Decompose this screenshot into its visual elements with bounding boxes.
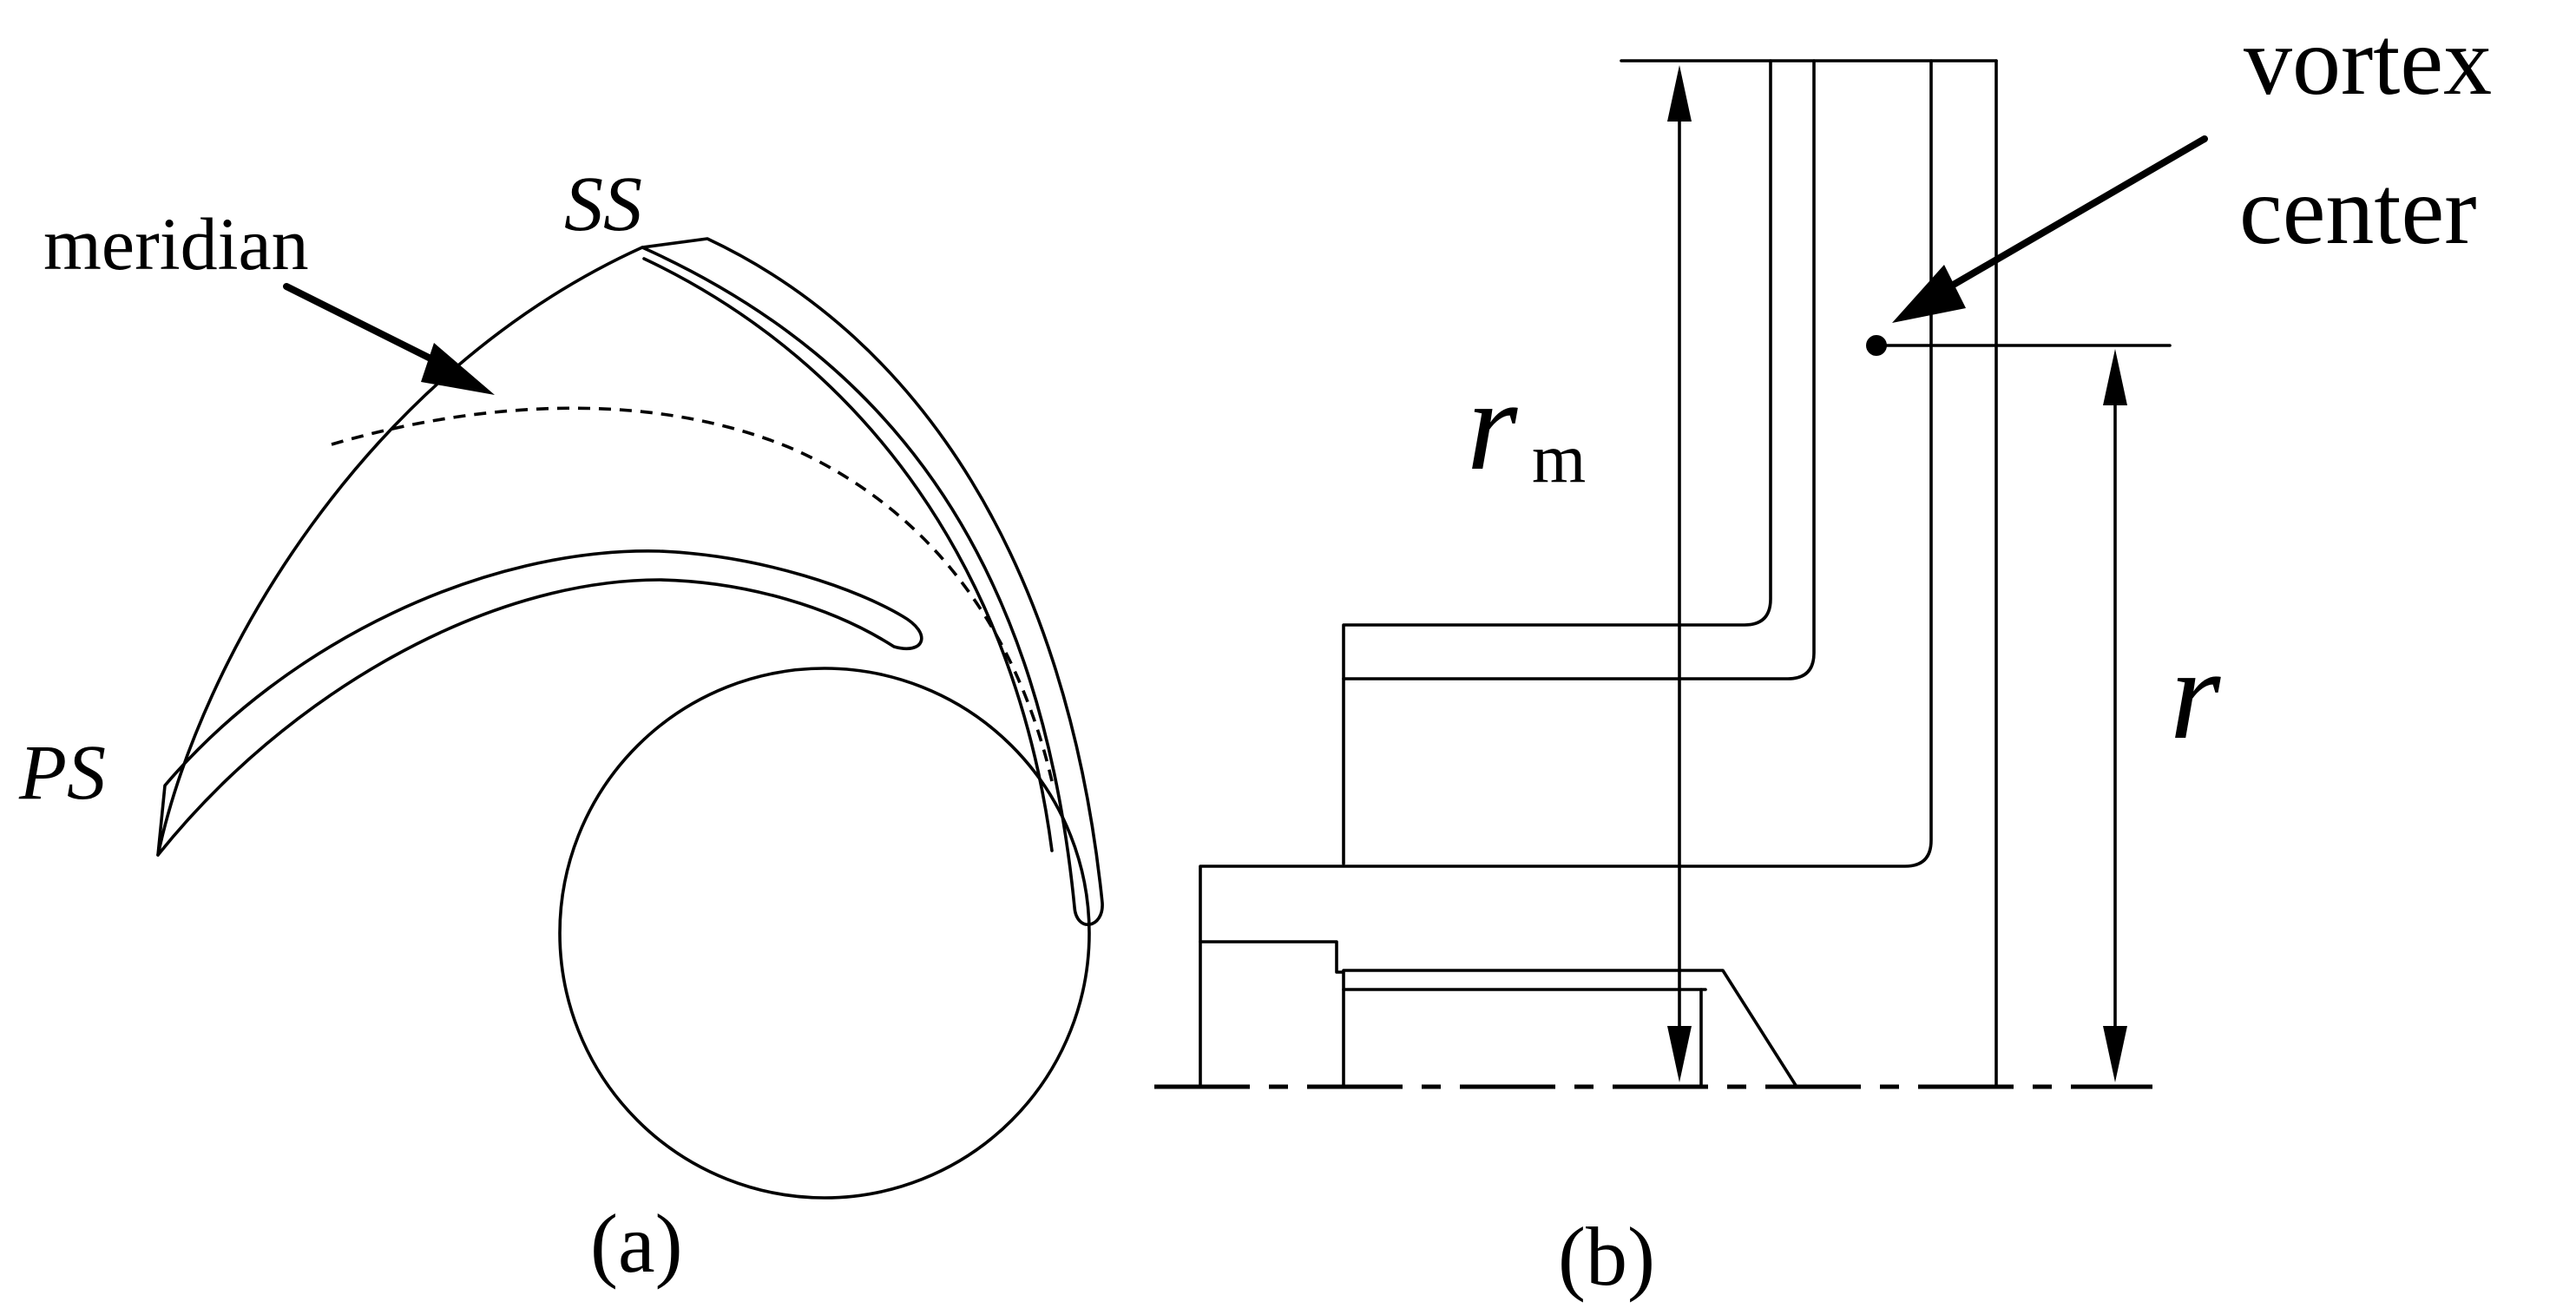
pressure-side-blade [156, 549, 923, 857]
r-arrow-bottom [2103, 1026, 2127, 1082]
vortex-center-point [1866, 335, 1887, 356]
vortex-arrowhead [1892, 265, 1966, 323]
r-arrow-top [2103, 349, 2127, 405]
panel-b: vortex center r m r (b) [1154, 8, 2492, 1303]
suction-inner-line [642, 257, 1054, 852]
ps-label: PS [18, 730, 106, 816]
caption-b: (b) [1558, 1210, 1655, 1303]
vortex-label-line1: vortex [2244, 8, 2492, 115]
blade-outer-arc [156, 246, 644, 857]
channel-line-2 [1342, 59, 1816, 681]
vortex-label-line2: center [2239, 157, 2477, 265]
meridian-line [331, 406, 1054, 782]
rm-arrow-bottom [1667, 1026, 1692, 1082]
suction-side-blade [641, 237, 1104, 926]
hub-circle [558, 667, 1091, 1200]
panel-a: meridian SS PS (a) [18, 161, 1104, 1290]
ss-label: SS [564, 161, 642, 247]
rm-symbol: r [1467, 353, 1518, 497]
lower-step-2 [1342, 969, 1798, 1088]
vortex-arrow [1932, 135, 2208, 299]
caption-a: (a) [590, 1197, 683, 1290]
channel-line-1 [1342, 59, 1772, 865]
rm-subscript: m [1532, 421, 1586, 497]
lower-step-1 [1199, 940, 1345, 1088]
meridian-arrowhead [421, 343, 495, 395]
meridian-label: meridian [43, 202, 309, 286]
channel-line-3 [1199, 59, 1933, 1088]
rm-arrow-top [1667, 65, 1692, 122]
r-symbol: r [2170, 622, 2221, 766]
